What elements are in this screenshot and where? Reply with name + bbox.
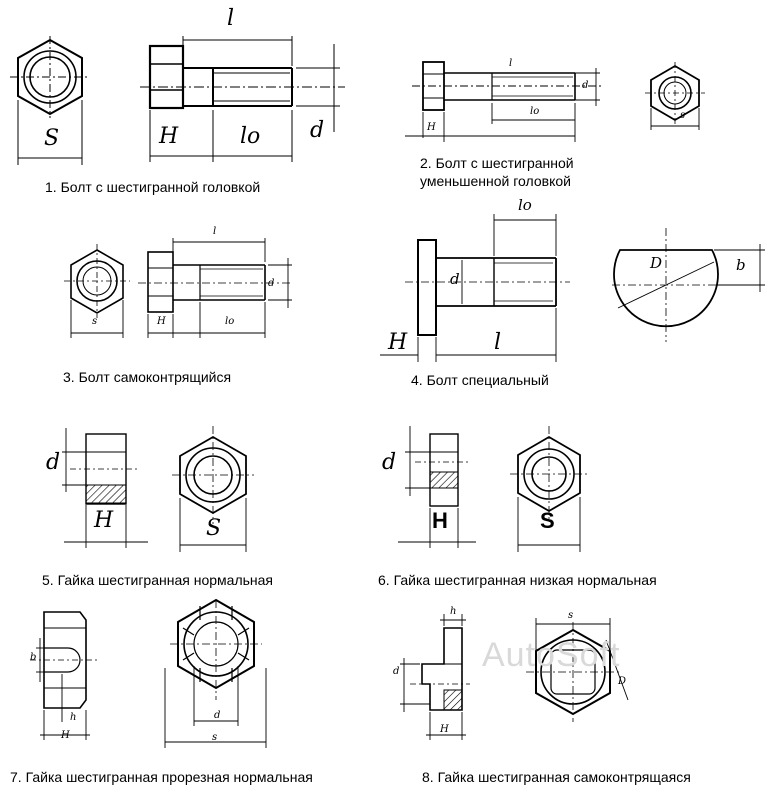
bolt-4-head-view bbox=[612, 228, 765, 342]
bolt-1-end-view bbox=[10, 36, 90, 165]
dim-label-lo: lo bbox=[240, 124, 261, 149]
dim-label-s: s bbox=[568, 610, 574, 621]
dim-label-lo: lo bbox=[225, 316, 235, 327]
caption-1: 1. Болт с шестигранной головкой bbox=[45, 179, 261, 195]
dim-label-d: d bbox=[310, 118, 325, 143]
caption-4: 4. Болт специальный bbox=[411, 372, 549, 388]
dim-label-H: H bbox=[157, 316, 166, 327]
dim-label-d: d bbox=[214, 710, 221, 721]
caption-7: 7. Гайка шестигранная прорезная нормальн… bbox=[10, 769, 313, 785]
dim-label-l: l bbox=[509, 58, 513, 69]
dim-label-H: H bbox=[94, 508, 114, 533]
dim-label-d: d bbox=[46, 450, 61, 475]
dim-label-d: d bbox=[268, 278, 275, 289]
dim-label-b: b bbox=[736, 256, 746, 274]
dim-label-D: D bbox=[650, 254, 663, 272]
dim-label-S: S bbox=[540, 508, 555, 533]
dim-label-l: l bbox=[227, 6, 235, 31]
dim-label-H: H bbox=[388, 330, 408, 355]
bolt-2-side-view bbox=[405, 61, 602, 142]
dim-label-d: d bbox=[582, 80, 589, 91]
dim-label-l: l bbox=[494, 330, 502, 355]
bolt-3-end-view bbox=[64, 244, 130, 338]
nut-8-section bbox=[400, 614, 470, 740]
dim-label-H: H bbox=[427, 122, 436, 133]
bolt-3-side-view bbox=[138, 238, 292, 338]
nut-8-end-view bbox=[526, 618, 629, 722]
nut-7-side-view bbox=[30, 611, 98, 740]
caption-3: 3. Болт самоконтрящийся bbox=[63, 369, 232, 385]
caption-2: 2. Болт с шестигранной уменьшенной голов… bbox=[420, 155, 574, 189]
dim-label-H: H bbox=[159, 124, 179, 149]
bolt-2-end-view bbox=[645, 62, 705, 130]
dim-label-D: D bbox=[618, 676, 627, 687]
nut-6-section bbox=[398, 426, 476, 548]
caption-6: 6. Гайка шестигранная низкая нормальная bbox=[378, 572, 657, 588]
dim-label-l: l bbox=[213, 226, 217, 237]
dim-label-H: H bbox=[61, 730, 70, 741]
dim-label-d: d bbox=[393, 666, 400, 677]
dim-label-d: d bbox=[382, 450, 397, 475]
caption-8: 8. Гайка шестигранная самоконтрящаяся bbox=[422, 769, 691, 785]
dim-label-s: s bbox=[680, 110, 686, 121]
dim-label-S: S bbox=[206, 516, 222, 541]
dim-label-s: S bbox=[44, 126, 60, 151]
nut-5-end-view bbox=[172, 426, 254, 552]
dim-label-lo: lo bbox=[530, 106, 540, 117]
dim-label-d: d bbox=[450, 270, 460, 288]
dim-label-b: b bbox=[30, 652, 37, 663]
dim-label-H: H bbox=[440, 724, 449, 735]
caption-5: 5. Гайка шестигранная нормальная bbox=[42, 572, 273, 588]
nut-7-end-view bbox=[164, 598, 267, 748]
dim-label-h: h bbox=[450, 606, 457, 617]
bolt-1-side-view bbox=[140, 36, 345, 162]
watermark-text: AutoSoft bbox=[482, 636, 621, 674]
bolt-4-side-view bbox=[380, 214, 570, 362]
dim-label-h: h bbox=[70, 712, 77, 723]
dim-label-H: H bbox=[432, 508, 448, 533]
nut-6-end-view bbox=[510, 426, 588, 552]
dim-label-s: s bbox=[212, 732, 218, 743]
nut-5-section bbox=[62, 428, 148, 548]
dim-label-lo: lo bbox=[518, 196, 532, 214]
dim-label-s: s bbox=[92, 316, 98, 327]
